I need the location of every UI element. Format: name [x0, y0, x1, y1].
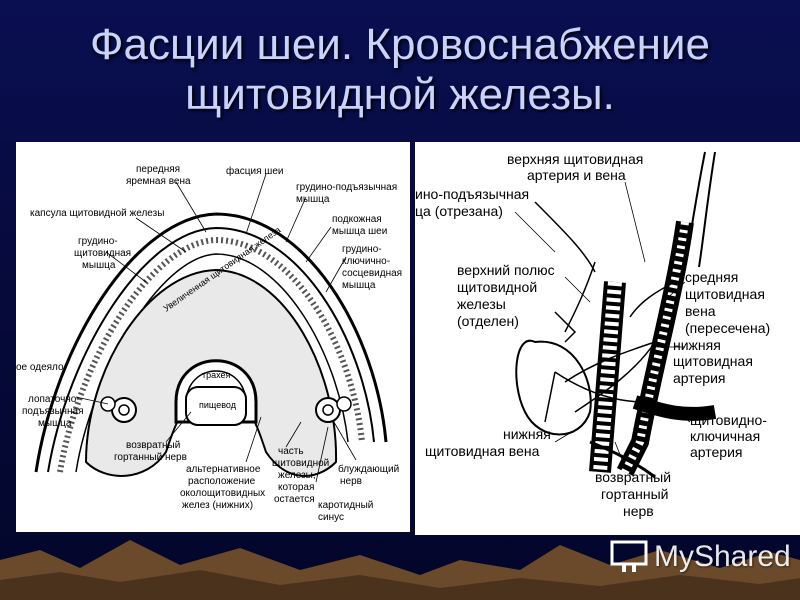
label-remaining-2: щитовидной — [272, 458, 329, 469]
label-upper-pole-4: (отделен) — [457, 313, 519, 329]
label-parathyroid-1: альтернативное — [186, 464, 261, 475]
label-recurrent-2: гортанный нерв — [114, 452, 187, 463]
label-recurrent-1: возвратный — [126, 440, 180, 451]
label-middle-vein-2: щитовидная — [685, 286, 765, 302]
label-sup-artery-1: верхняя щитовидная — [507, 151, 643, 167]
label-upper-pole-3: железы — [457, 296, 506, 312]
slide-title: Фасции шеи. Кровоснабжение щитовидной же… — [0, 20, 800, 120]
label-esophagus: пищевод — [199, 400, 237, 410]
label-sternohyoid-cut-1: ино-подъязычная — [415, 186, 529, 202]
label-sternohyoid-1: грудино-подъязычная — [296, 182, 397, 193]
label-neck-fascia: фасция шеи — [226, 165, 283, 177]
thyroid-blood-supply-figure: верхняя щитовидная артерия и вена ино-по… — [415, 142, 800, 535]
label-thyrocervical-3: артерия — [690, 444, 743, 460]
label-inf-artery-2: щитовидная — [673, 353, 753, 369]
label-front-jugular-2: яремная вена — [126, 176, 191, 187]
label-scm-3: сосцевидная — [342, 268, 402, 279]
label-carotid-2: синус — [318, 512, 344, 523]
label-recurrent-1: возвратный — [595, 469, 671, 485]
label-middle-vein-1: средняя — [685, 269, 738, 285]
label-remaining-4: которая — [278, 482, 314, 493]
label-inf-artery-1: нижняя — [673, 337, 721, 353]
label-blanket: ое одеяло — [16, 362, 64, 373]
label-recurrent-2: гортанный — [601, 486, 668, 502]
label-trachea: трахея — [202, 370, 231, 380]
label-scm-1: грудино- — [342, 244, 382, 255]
label-scm-2: ключично- — [342, 256, 390, 267]
watermark-text: MyShared — [654, 540, 791, 573]
label-thyroid-capsule: капсула щитовидной железы — [30, 208, 164, 219]
label-sternohyoid-2: мышца — [296, 194, 330, 205]
slide-title-line-2: щитовидной железы. — [185, 70, 615, 119]
label-sternothyroid-3: мышца — [82, 260, 116, 271]
label-inf-vein-2: щитовидная вена — [425, 443, 540, 459]
label-upper-pole-2: щитовидной — [457, 279, 537, 295]
slide-title-line-1: Фасции шеи. Кровоснабжение — [90, 20, 710, 69]
label-platysma-1: подкожная — [332, 214, 382, 225]
label-sup-artery-2: артерия и вена — [527, 167, 626, 183]
label-carotid-1: каротидный — [318, 500, 373, 511]
label-upper-pole-1: верхний полюс — [457, 262, 555, 278]
label-parathyroid-3: околощитовидных — [180, 488, 265, 499]
label-parathyroid-4: желез (нижних) — [182, 500, 253, 511]
label-sternohyoid-cut-2: ца (отрезана) — [415, 203, 503, 219]
label-vagus-1: блуждающий — [338, 463, 399, 475]
label-inf-artery-3: артерия — [673, 370, 726, 386]
label-thyrocervical-1: щитовидно- — [690, 412, 767, 428]
myshared-watermark: MyShared — [610, 538, 791, 576]
label-remaining-5: остается — [274, 494, 315, 505]
label-sternothyroid-2: щитовидная — [74, 248, 131, 259]
label-omohyoid-2: подъязычная — [22, 406, 84, 417]
label-scm-4: мышца — [342, 280, 376, 291]
label-sternothyroid-1: грудино- — [78, 236, 118, 247]
label-platysma-2: мышца шеи — [332, 226, 387, 237]
label-inf-vein-1: нижняя — [503, 426, 551, 442]
label-thyrocervical-2: ключичная — [690, 428, 760, 444]
neck-cross-section-illustration: передняя яремная вена фасция шеи грудино… — [16, 164, 402, 523]
thyroid-vessels-illustration: верхняя щитовидная артерия и вена ино-по… — [415, 151, 770, 519]
label-omohyoid-1: лопаточно- — [28, 394, 80, 405]
label-omohyoid-3: мышца — [38, 418, 72, 429]
neck-fascia-figure: передняя яремная вена фасция шеи грудино… — [16, 142, 410, 532]
label-middle-vein-3: вена — [685, 303, 716, 319]
label-remaining-3: железы, — [278, 470, 316, 481]
mountain-decoration — [0, 540, 800, 600]
label-middle-vein-4: (пересечена) — [685, 320, 770, 336]
label-front-jugular-1: передняя — [136, 164, 180, 175]
label-vagus-2: нерв — [340, 476, 362, 487]
label-remaining-1: часть — [278, 446, 304, 457]
projector-screen-icon — [610, 540, 648, 572]
label-recurrent-3: нерв — [623, 503, 654, 519]
label-parathyroid-2: расположение — [188, 476, 256, 487]
